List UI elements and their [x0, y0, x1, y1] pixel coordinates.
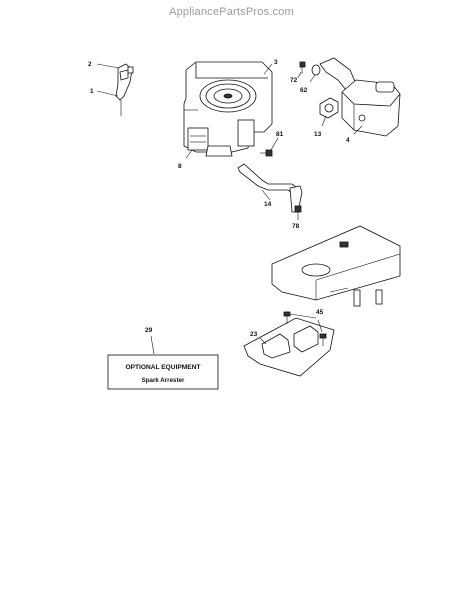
leader-line — [261, 189, 271, 201]
bolt-81[interactable] — [260, 149, 273, 157]
callout-78: 78 — [292, 223, 300, 230]
callout-72: 72 — [290, 77, 298, 84]
leader-line — [270, 137, 279, 151]
leader-line — [263, 63, 273, 75]
gasket-62[interactable] — [311, 64, 321, 76]
watermark: AppliancePartsPros.com — [169, 6, 294, 18]
exhaust-manifold[interactable] — [319, 57, 357, 119]
leader-line — [353, 125, 363, 135]
exhaust-pipe[interactable] — [237, 163, 303, 213]
heat-shield[interactable] — [243, 317, 335, 377]
leader-line — [289, 313, 317, 319]
bolt-72[interactable] — [299, 61, 306, 74]
spark-arrester-label: Spark Arrester — [142, 377, 185, 384]
callout-1: 1 — [90, 88, 94, 95]
chassis-plate — [271, 225, 401, 307]
leader-line — [96, 90, 119, 97]
leader-line — [150, 335, 155, 355]
bolt-78[interactable] — [294, 205, 302, 213]
callout-23: 23 — [250, 331, 258, 338]
leader-line — [297, 71, 302, 79]
screws-45[interactable] — [283, 311, 327, 346]
leader-line — [185, 149, 193, 159]
callout-14: 14 — [264, 201, 272, 208]
leader-line — [259, 337, 267, 345]
callout-81: 81 — [276, 131, 284, 138]
optional-equipment-title: OPTIONAL EQUIPMENT — [126, 364, 201, 371]
callout-4: 4 — [346, 137, 350, 144]
muffler[interactable] — [341, 79, 401, 137]
leader-line — [317, 319, 323, 333]
callout-13: 13 — [314, 131, 322, 138]
callout-2: 2 — [88, 61, 92, 68]
callout-29: 29 — [145, 327, 153, 334]
leader-line — [96, 63, 120, 69]
callout-45: 45 — [316, 309, 324, 316]
callout-8: 8 — [178, 163, 182, 170]
optional-equipment-box[interactable]: OPTIONAL EQUIPMENT Spark Arrester — [107, 354, 219, 390]
callout-3: 3 — [274, 59, 278, 66]
engine[interactable] — [183, 61, 273, 157]
callout-62: 62 — [300, 87, 308, 94]
throttle-control[interactable] — [115, 63, 134, 116]
leader-line — [309, 74, 316, 83]
leader-line — [321, 115, 327, 127]
